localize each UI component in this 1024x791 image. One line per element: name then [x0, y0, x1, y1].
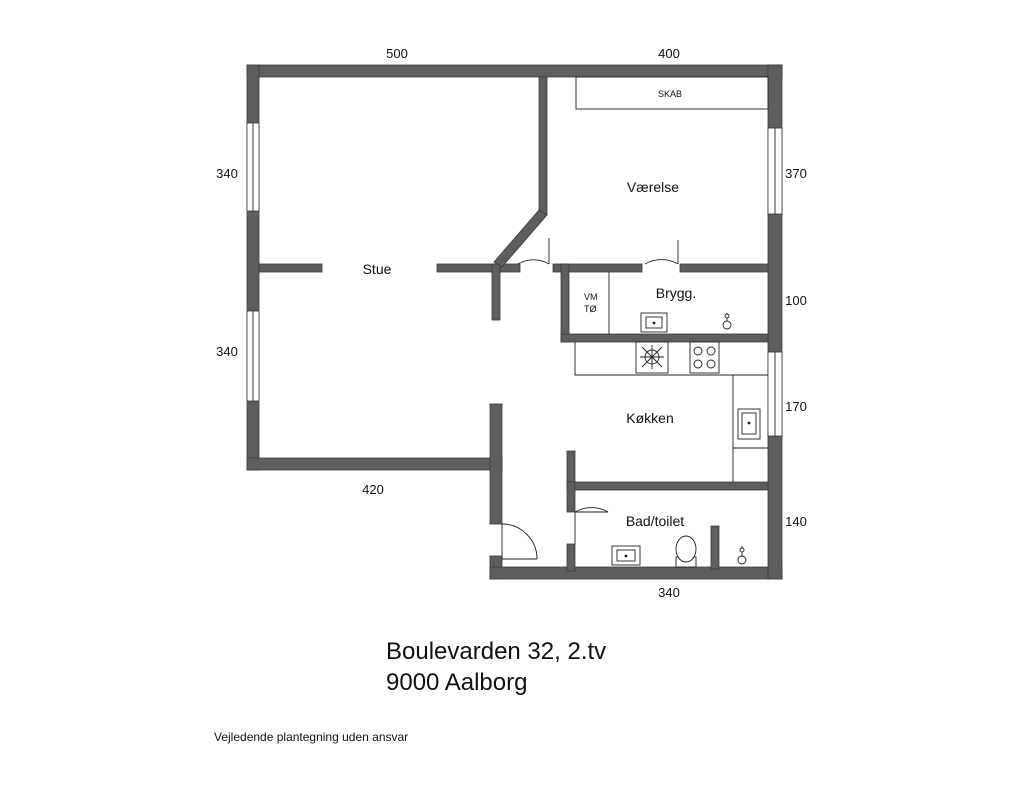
stove-icon [635, 341, 669, 374]
bath-sink-icon [611, 545, 641, 566]
wall-brygg-bottom [560, 333, 769, 343]
dimension-labels: 500 400 340 340 370 100 170 140 420 340 [216, 46, 807, 600]
wall-vaerelse-left [538, 76, 548, 216]
dim-bottom-bad: 340 [658, 585, 680, 600]
room-label-stue: Stue [363, 261, 392, 277]
outer-walls [246, 64, 783, 580]
dim-right-brygg: 100 [785, 293, 807, 308]
dim-right-kokken: 170 [785, 399, 807, 414]
wall-diagonal [493, 209, 548, 268]
room-label-brygg: Brygg. [656, 285, 696, 301]
wall-bad-left-lower [566, 543, 576, 572]
dim-left-lower: 340 [216, 344, 238, 359]
windows [246, 122, 783, 437]
wall-kokken-left [566, 450, 576, 487]
dim-right-vaerelse: 370 [785, 166, 807, 181]
bath-faucet-icon [737, 546, 747, 565]
faucet-icon [722, 313, 732, 330]
address-city: 9000 Aalborg [386, 669, 528, 696]
fixtures: SKAB VM TØ [574, 76, 769, 568]
wall-bottom-bad [489, 566, 783, 580]
wardrobe [575, 76, 769, 110]
room-label-kokken: Køkken [626, 410, 673, 426]
wall-bottom-stue [246, 457, 503, 471]
kitchen-sink-icon [737, 408, 761, 440]
doors [501, 238, 679, 560]
disclaimer: Vejledende plantegning uden ansvar [214, 730, 409, 744]
toilet-icon [675, 535, 697, 568]
wall-brygg-left [560, 263, 570, 343]
room-labels: Stue Værelse Brygg. Køkken Bad/toilet [363, 179, 697, 529]
wall-top [246, 64, 783, 78]
wall-stue-divider-right [436, 263, 521, 273]
interior-walls [258, 76, 769, 572]
dryer-label: TØ [584, 304, 597, 314]
wall-vaerelse-bottom-left [552, 263, 643, 273]
wall-stub [491, 263, 501, 321]
dim-top-right: 400 [658, 46, 680, 61]
address-block: Boulevarden 32, 2.tv 9000 Aalborg [386, 636, 606, 698]
entry-door [501, 523, 538, 560]
dim-top-left: 500 [386, 46, 408, 61]
wall-hall-left [489, 403, 503, 525]
room-label-vaerelse: Værelse [627, 179, 679, 195]
kitchen-counter [574, 342, 734, 482]
dim-right-bad: 140 [785, 514, 807, 529]
wall-vaerelse-bottom-right [679, 263, 769, 273]
address-street: Boulevarden 32, 2.tv [386, 638, 607, 665]
dim-left-upper: 340 [216, 166, 238, 181]
door-vaerelse [644, 259, 679, 265]
dim-bottom-stue: 420 [362, 482, 384, 497]
cooktop-icon [689, 341, 720, 374]
room-label-bad: Bad/toilet [626, 513, 684, 529]
wall-stue-divider-left [258, 263, 323, 273]
wall-bad-left-upper [566, 481, 576, 513]
wall-kokken-bottom [566, 481, 769, 491]
wardrobe-label: SKAB [658, 89, 682, 99]
door-stue [517, 259, 550, 265]
wall-bad-partition [710, 525, 720, 570]
washer-label: VM [584, 292, 598, 302]
door-bad [574, 507, 609, 513]
